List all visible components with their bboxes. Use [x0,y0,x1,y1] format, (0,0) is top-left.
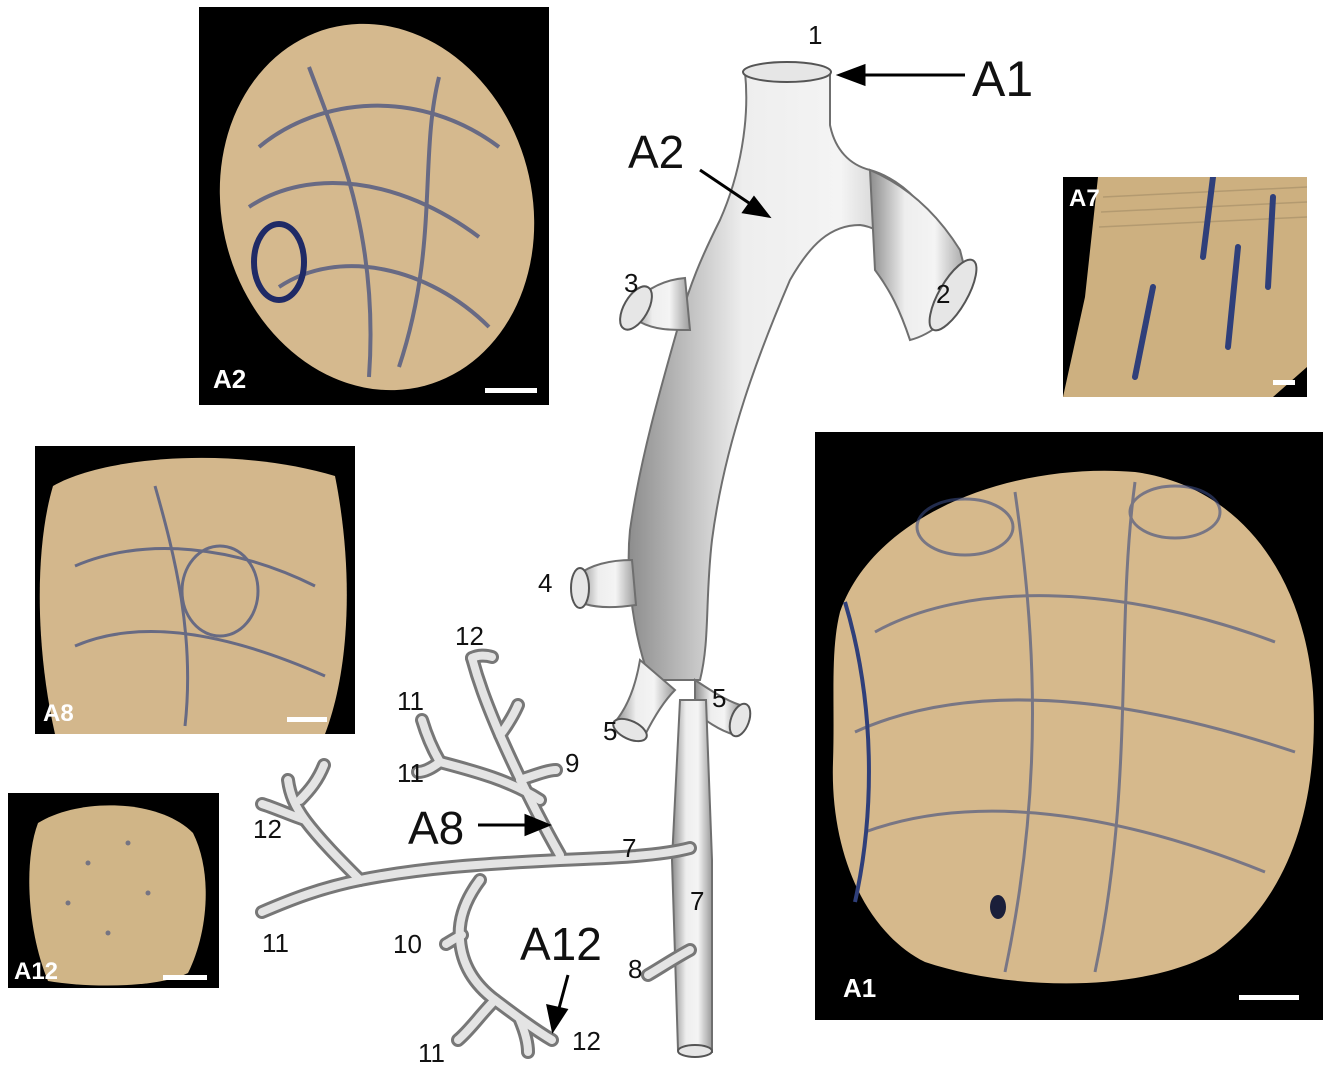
branch-number-3: 3 [624,268,638,298]
micrograph-a1: A1 [815,432,1323,1020]
branch-number-11-b: 11 [397,758,424,788]
micrograph-a12: A12 [8,793,219,988]
callout-a1: A1 [972,51,1033,107]
branch-number-12-a: 12 [455,621,484,651]
branch-number-5-left: 5 [603,716,617,746]
branch-number-10: 10 [393,929,422,959]
vessel-opening-1 [743,62,831,82]
cross-section-a1 [815,432,1323,1020]
branch-number-11-d: 11 [418,1038,445,1068]
panel-label-a7: A7 [1069,185,1100,213]
panel-label-a8: A8 [43,700,74,728]
branch-number-5-right: 5 [712,683,726,713]
callout-a8: A8 [408,802,464,854]
branch-number-12-c: 12 [572,1026,601,1056]
micrograph-a7: A7 [1063,177,1307,397]
scale-bar-a12 [163,975,207,980]
callout-a2: A2 [628,126,684,178]
branch-number-11-a: 11 [397,686,424,716]
branch-number-7-b: 7 [690,886,704,916]
scale-bar-a7 [1273,380,1295,385]
micrograph-a2: A2 [199,7,549,405]
branch-number-11-c: 11 [262,928,289,958]
scale-bar-a1 [1239,995,1299,1000]
panel-label-a2: A2 [213,364,246,395]
panel-label-a12: A12 [14,958,58,986]
scale-bar-a8 [287,717,327,722]
branch-number-9: 9 [565,748,579,778]
branch-number-1: 1 [808,20,822,50]
vessel-opening-trunk [678,1045,712,1057]
cross-section-a2 [199,7,549,405]
branch-number-7-a: 7 [622,833,636,863]
vessel-opening-4 [571,568,589,608]
scale-bar-a2 [485,388,537,393]
branch-number-4: 4 [538,568,552,598]
branch-number-12-b: 12 [253,814,282,844]
branch-number-8: 8 [628,954,642,984]
callout-a12: A12 [520,918,602,970]
panel-label-a1: A1 [843,973,876,1004]
branch-number-2: 2 [936,279,950,309]
micrograph-a8: A8 [35,446,355,734]
cross-section-a8 [35,446,355,734]
